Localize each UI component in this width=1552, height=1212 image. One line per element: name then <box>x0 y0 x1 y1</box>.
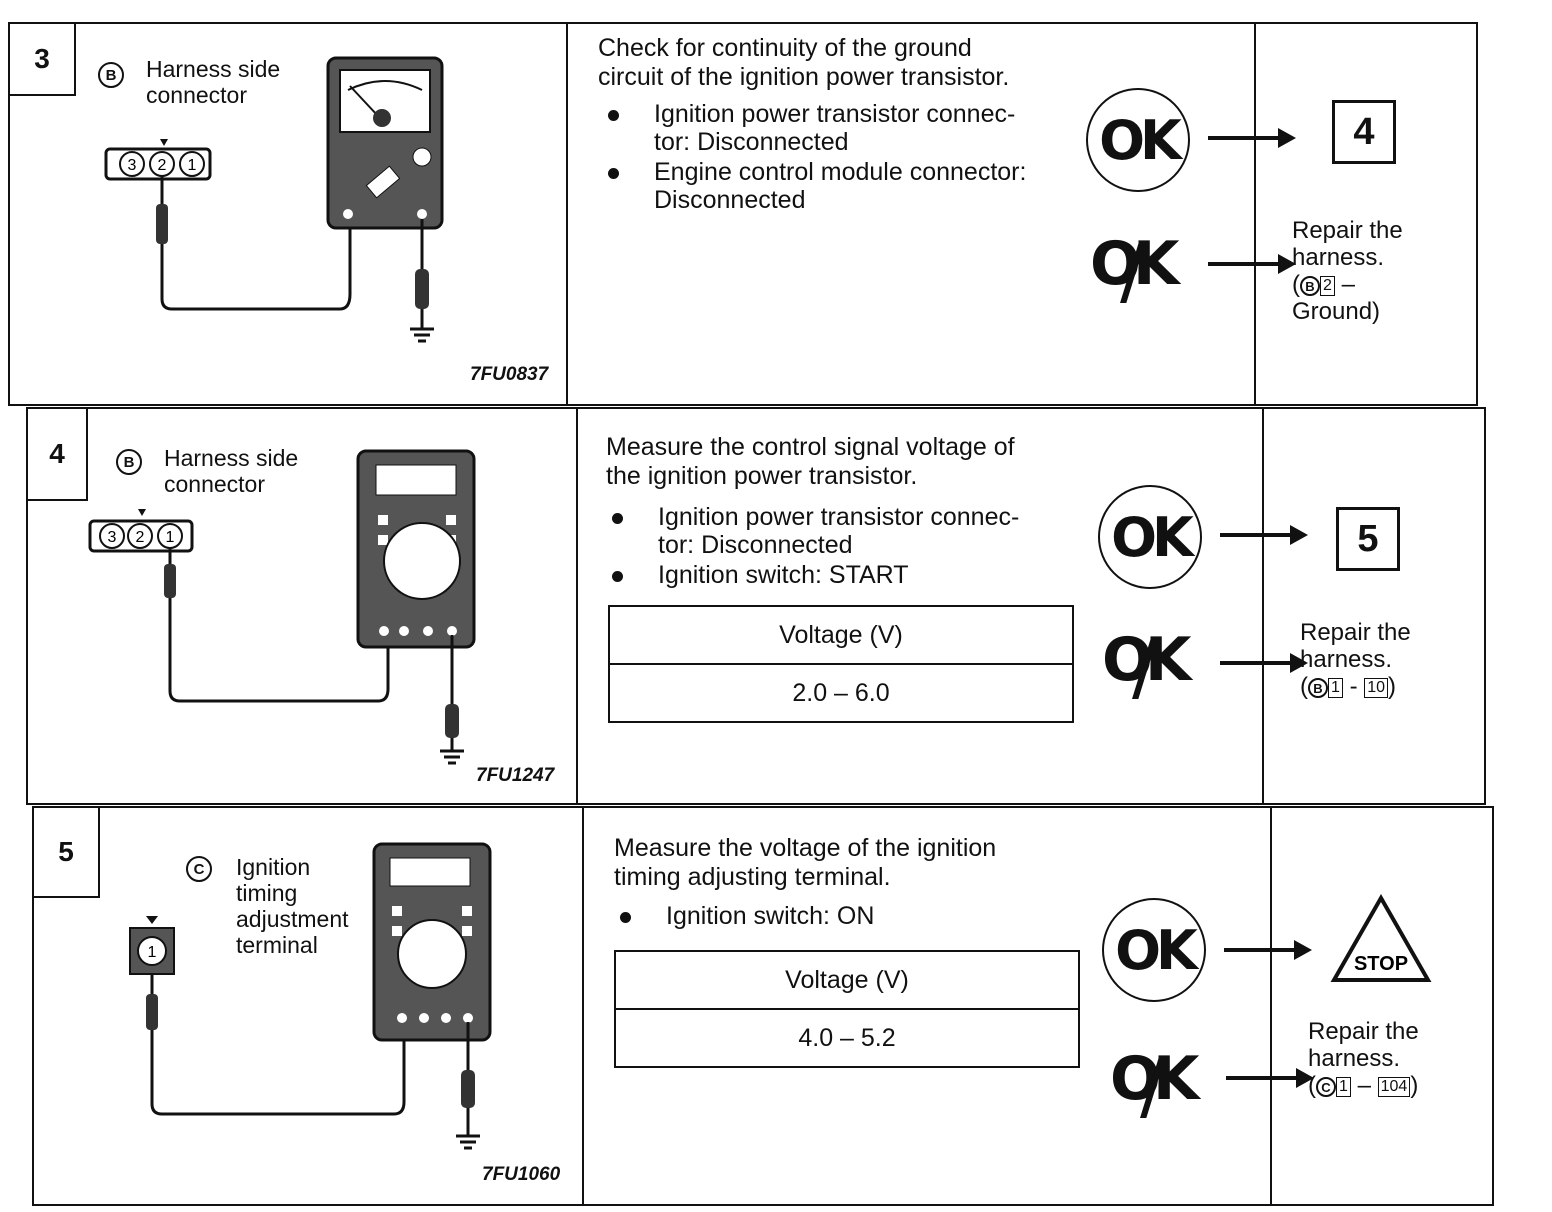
ng-label: OK <box>1102 625 1191 695</box>
pin-1-label: 1 <box>148 944 157 961</box>
condition-list: Ignition power transistor connec- tor: D… <box>606 503 1066 591</box>
arrow-right-icon <box>1226 1068 1314 1088</box>
dash: – <box>1341 271 1355 298</box>
analog-multimeter-illustration: 3 2 1 <box>104 56 444 343</box>
stop-label: STOP <box>1354 953 1408 975</box>
pin-1-label: 1 <box>188 157 197 174</box>
step-4-instruction-cell: Measure the control signal voltage of th… <box>578 409 1308 803</box>
ok-result-icon: OK <box>1102 898 1206 1002</box>
connector-label: Harness side connector <box>146 56 281 108</box>
voltage-spec-table: Voltage (V) 2.0 – 6.0 <box>608 605 1074 723</box>
pin-3-label: 3 <box>108 529 117 546</box>
ok-result-icon: OK <box>1098 485 1202 589</box>
voltage-header: Voltage (V) <box>608 605 1074 665</box>
repair-line: harness. <box>1308 1045 1401 1072</box>
voltage-spec-table: Voltage (V) 4.0 – 5.2 <box>614 950 1080 1068</box>
connector-badge: C <box>1316 1076 1336 1097</box>
figure-code: 7FU1247 <box>476 765 555 786</box>
voltage-value: 2.0 – 6.0 <box>608 663 1074 723</box>
condition-item: Ignition power transistor connec- tor: D… <box>606 503 1066 559</box>
repair-target: Ground) <box>1292 298 1381 325</box>
repair-line: harness. <box>1300 646 1393 673</box>
digital-multimeter-illustration: 1 <box>129 842 492 1150</box>
connector-badge: B <box>1308 677 1328 698</box>
dash: - <box>1349 673 1358 700</box>
figure-code: 7FU1060 <box>482 1164 561 1185</box>
step-5-illustration-cell: 5 C Ignition timing adjustment terminal … <box>34 808 584 1204</box>
pin-box: 1 <box>1328 677 1343 698</box>
condition-item: Engine control module connector: Disconn… <box>602 158 1042 214</box>
ecm-pin-box: 104 <box>1377 1076 1411 1097</box>
condition-list: Ignition power transistor connec- tor: D… <box>602 100 1042 216</box>
pin-box: 1 <box>1336 1076 1351 1097</box>
arrow-right-icon <box>1224 940 1312 960</box>
step-title: Check for continuity of the ground circu… <box>598 34 1010 91</box>
connector-label: Ignition timing adjustment terminal <box>236 854 349 958</box>
connector-letter-badge: C <box>186 856 212 882</box>
arrow-right-icon <box>1220 653 1308 673</box>
repair-line: harness. <box>1292 244 1385 271</box>
ok-result-icon: OK <box>1086 88 1190 192</box>
repair-line: Repair the <box>1308 1018 1419 1045</box>
ng-label: OK <box>1110 1044 1199 1114</box>
step-4-panel: 4 B Harness side connector 3 2 1 <box>26 407 1486 805</box>
pin-1-label: 1 <box>166 529 175 546</box>
connector-label: Harness side connector <box>164 445 299 497</box>
pin-2-label: 2 <box>158 157 167 174</box>
connector-letter-badge: B <box>98 62 124 88</box>
step-3-illustration-cell: 3 B Harness side connector 3 2 1 <box>10 24 568 404</box>
arrow-right-icon <box>1220 525 1308 545</box>
step-number: 5 <box>34 808 100 898</box>
step-3-instruction-cell: Check for continuity of the ground circu… <box>568 24 1296 404</box>
condition-item: Ignition power transistor connec- tor: D… <box>602 100 1042 156</box>
step-3-panel: 3 B Harness side connector 3 2 1 <box>8 22 1478 406</box>
ng-label: OK <box>1090 229 1179 299</box>
repair-line: Repair the <box>1292 217 1403 244</box>
step-4-illustration-cell: 4 B Harness side connector 3 2 1 <box>28 409 578 803</box>
pin-3-label: 3 <box>128 157 137 174</box>
repair-line: Repair the <box>1300 619 1411 646</box>
condition-item: Ignition switch: ON <box>614 902 1074 930</box>
ecm-pin-box: 10 <box>1364 677 1389 698</box>
stop-sign-icon: STOP <box>1330 894 1432 982</box>
step-number: 3 <box>10 24 76 96</box>
pin-2-label: 2 <box>136 529 145 546</box>
ng-result-icon: OK/ <box>1090 225 1179 314</box>
dash: – <box>1357 1072 1371 1099</box>
connector-badge: B <box>1300 275 1320 296</box>
ng-result-icon: OK/ <box>1102 621 1191 710</box>
voltage-header: Voltage (V) <box>614 950 1080 1010</box>
step-5-instruction-cell: Measure the voltage of the ignition timi… <box>584 808 1314 1204</box>
pin-box: 2 <box>1320 275 1335 296</box>
arrow-right-icon <box>1208 128 1296 148</box>
voltage-value: 4.0 – 5.2 <box>614 1008 1080 1068</box>
arrow-right-icon <box>1208 254 1296 274</box>
step-5-panel: 5 C Ignition timing adjustment terminal … <box>32 806 1494 1206</box>
digital-multimeter-illustration: 3 2 1 <box>88 449 476 765</box>
step-title: Measure the control signal voltage of th… <box>606 433 1015 490</box>
condition-list: Ignition switch: ON <box>614 902 1074 932</box>
next-step-box: 5 <box>1336 507 1400 571</box>
figure-code: 7FU0837 <box>470 364 549 385</box>
step-number: 4 <box>28 409 88 501</box>
next-step-box: 4 <box>1332 100 1396 164</box>
connector-letter-badge: B <box>116 449 142 475</box>
ng-result-icon: OK/ <box>1110 1040 1199 1129</box>
step-title: Measure the voltage of the ignition timi… <box>614 834 997 891</box>
condition-item: Ignition switch: START <box>606 561 1066 589</box>
